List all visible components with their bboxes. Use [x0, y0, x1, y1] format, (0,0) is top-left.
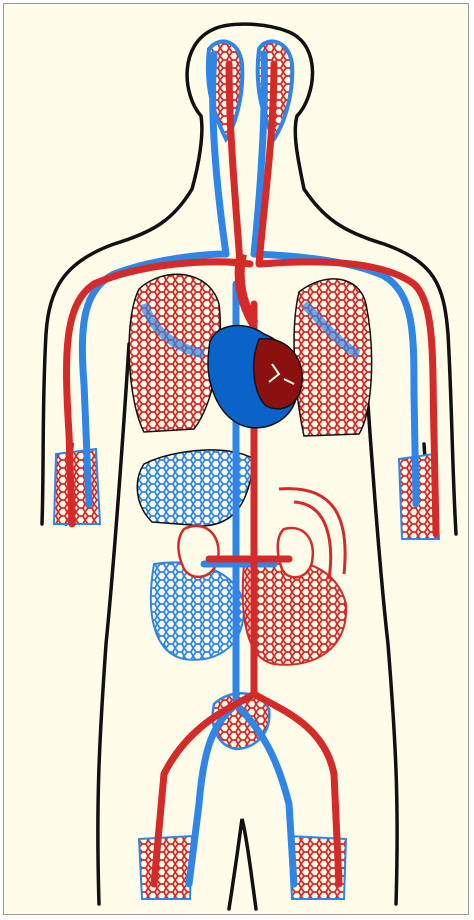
left-foot-capillaries: [139, 836, 192, 899]
right-kidney: [278, 528, 313, 577]
left-kidney: [178, 526, 218, 577]
circulatory-diagram: [4, 4, 470, 916]
left-hand-capillaries: [54, 449, 100, 524]
diagram-frame: [3, 3, 469, 915]
heart: [208, 254, 302, 428]
left-lung: [129, 274, 220, 432]
